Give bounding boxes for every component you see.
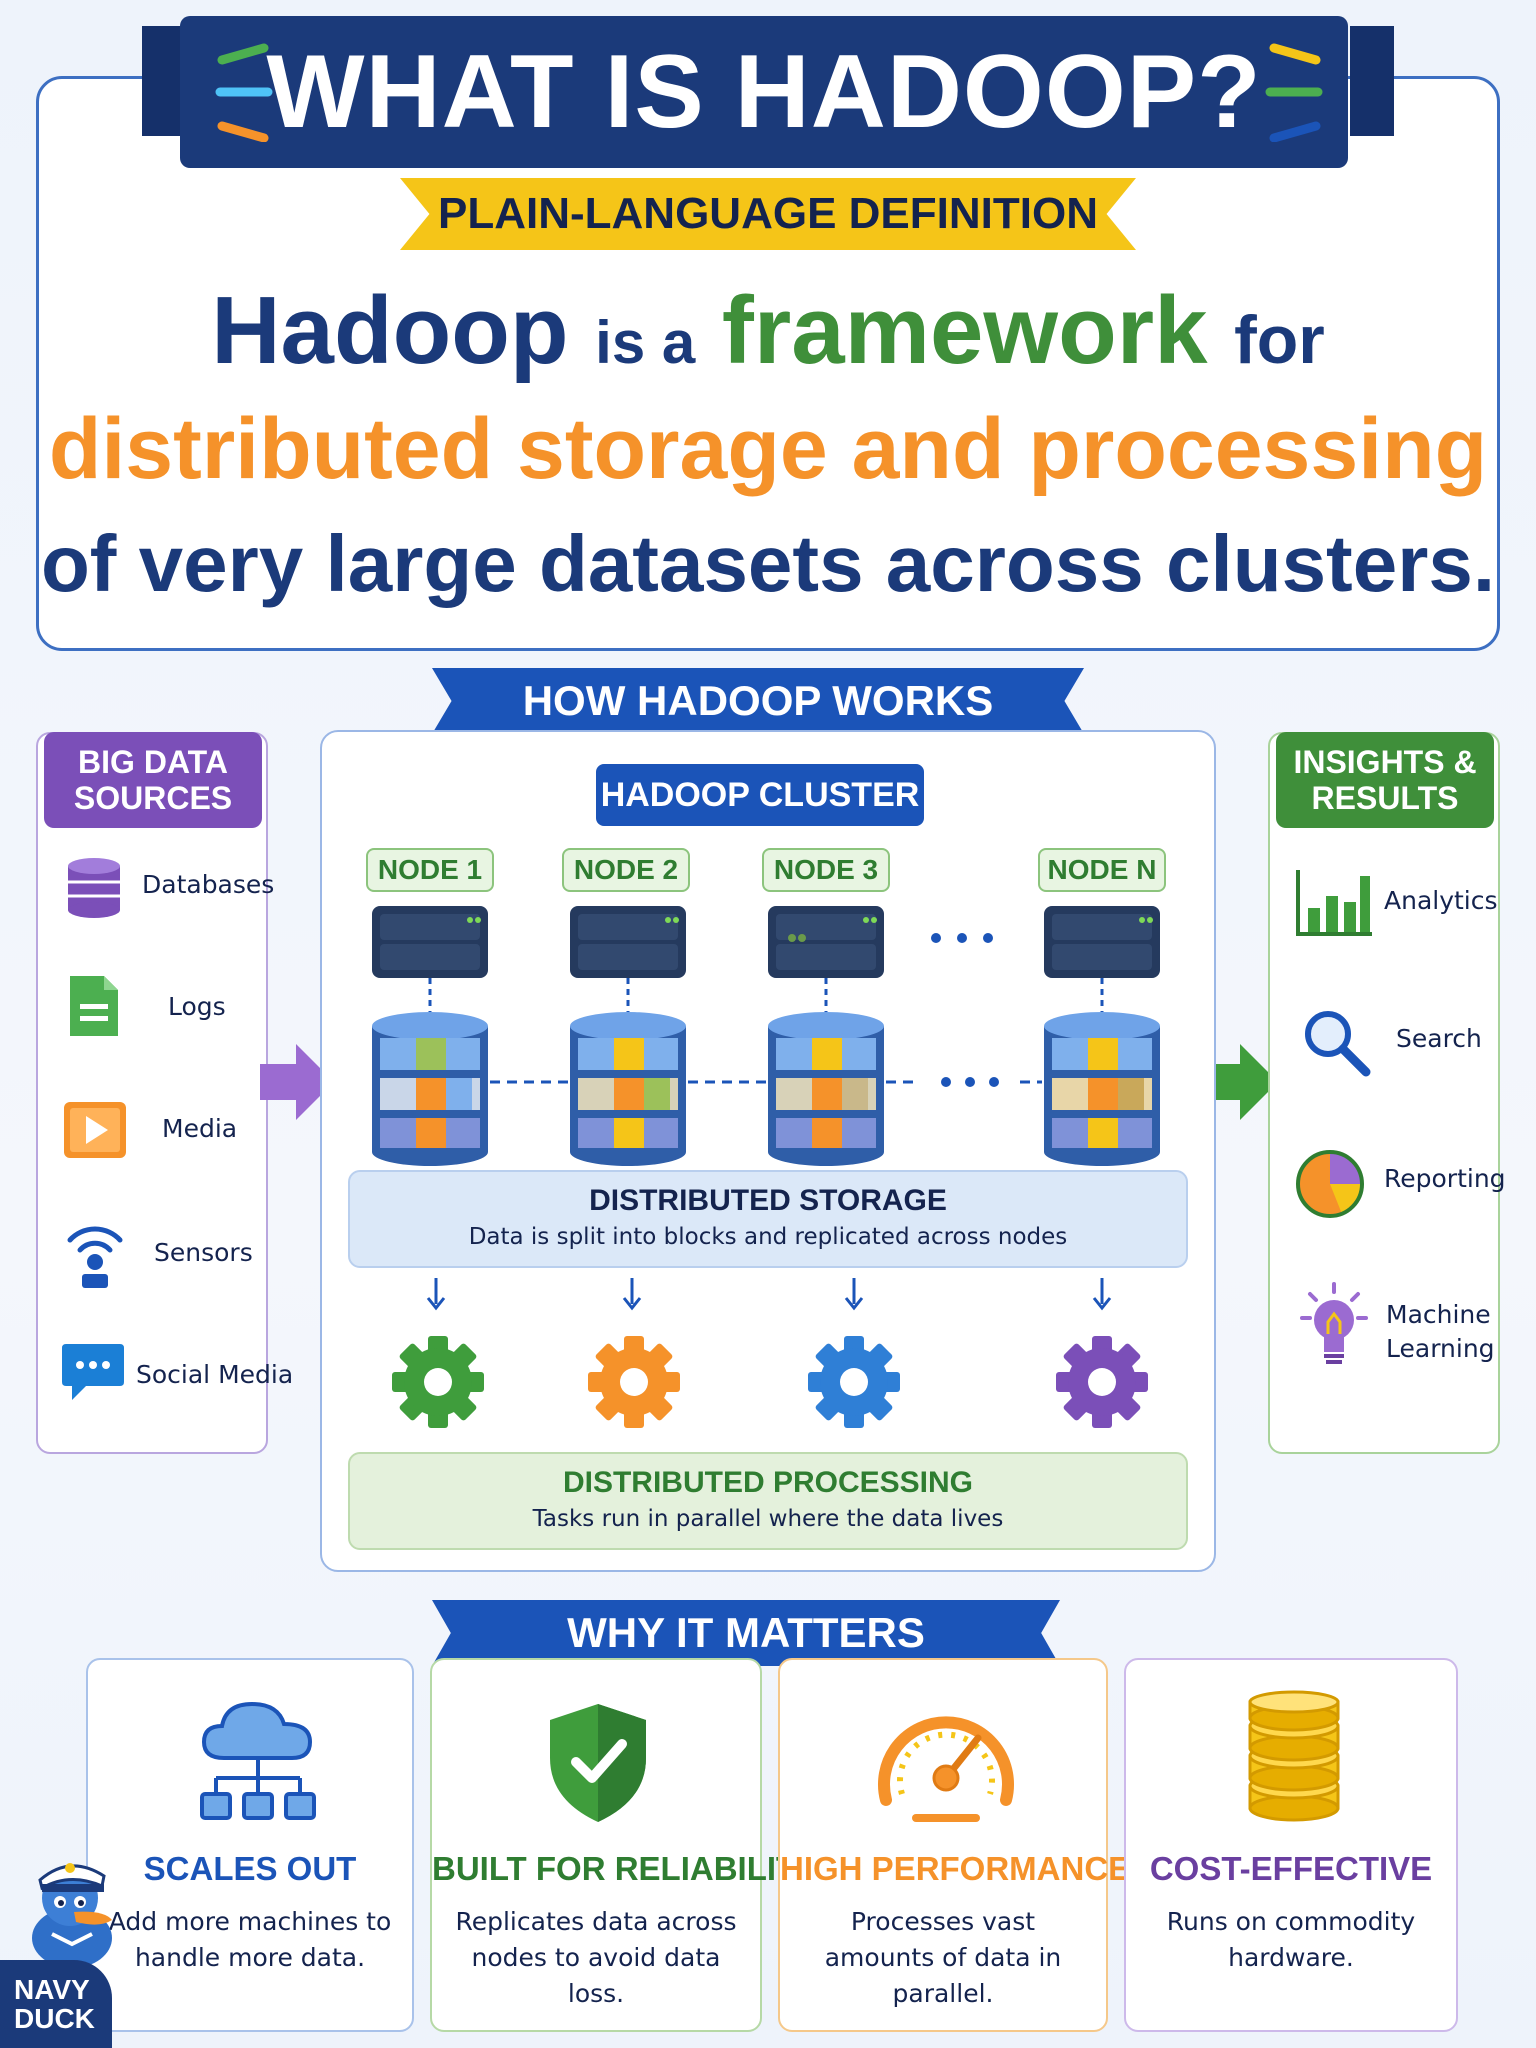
sparkle-right-icon [1265, 43, 1323, 142]
insight-label-machine-learning: Machine Learning [1386, 1300, 1495, 1363]
sparkle-left-icon [215, 43, 273, 142]
coin-stack-icon [1248, 1690, 1340, 1822]
node-label-n: NODE N [1038, 848, 1166, 892]
cloud-network-icon [200, 1701, 316, 1820]
arrow-in-icon [260, 1044, 334, 1120]
source-label-media: Media [162, 1114, 238, 1143]
definition-tag: PLAIN-LANGUAGE DEFINITION [400, 178, 1136, 250]
definition-line-3: of very large datasets across clusters. [40, 519, 1496, 608]
processing-diagram [392, 1278, 1148, 1428]
database-icon [68, 858, 120, 918]
def-word-framework: framework [721, 277, 1208, 384]
why-title-scales-out: SCALES OUT [143, 1850, 357, 1887]
lightbulb-icon [1300, 1282, 1368, 1364]
insights-title: INSIGHTS & RESULTS [1276, 732, 1494, 828]
shield-check-icon [550, 1704, 646, 1822]
disk-stack-icon [570, 1012, 686, 1166]
insight-label-analytics: Analytics [1384, 886, 1498, 915]
brand-line-2: DUCK [14, 2003, 95, 2034]
banner-fold-left [142, 26, 186, 136]
disk-stack-icon [768, 1012, 884, 1166]
why-card-scales-out: SCALES OUT Add more machines to handle m… [86, 1658, 414, 2032]
disk-stack-icon [1044, 1012, 1160, 1166]
gear-icon [392, 1336, 484, 1428]
duck-mascot-icon [32, 1863, 112, 1968]
why-title-reliability: BUILT FOR RELIABILITY [432, 1850, 819, 1887]
cluster-diagram [372, 917, 1160, 1166]
insight-label-search: Search [1396, 1024, 1482, 1053]
ellipsis-icon [931, 933, 993, 943]
arrow-out-icon [1204, 1044, 1278, 1120]
insight-label-reporting: Reporting [1384, 1164, 1506, 1193]
why-desc-cost: Runs on commodity hardware. [1166, 1907, 1416, 1972]
insights-panel [1268, 732, 1500, 1454]
def-word-for: for [1234, 302, 1325, 378]
document-icon [70, 976, 118, 1036]
banner-fold-right [1350, 26, 1394, 136]
brand-logo: NAVY DUCK [0, 1960, 112, 2048]
server-icon [372, 906, 488, 978]
magnifier-icon [1305, 1011, 1371, 1077]
pie-chart-icon [1296, 1150, 1364, 1218]
distributed-storage-box: DISTRIBUTED STORAGE Data is split into b… [348, 1170, 1188, 1268]
node-label-3: NODE 3 [762, 848, 890, 892]
source-label-sensors: Sensors [154, 1238, 253, 1267]
chat-icon [62, 1344, 124, 1400]
def-word-hadoop: Hadoop [211, 277, 569, 384]
play-icon [64, 1102, 126, 1158]
how-section-banner: HOW HADOOP WORKS [432, 668, 1084, 734]
storage-subtitle: Data is split into blocks and replicated… [468, 1224, 1068, 1250]
gear-icon [588, 1336, 680, 1428]
why-desc-reliability: Replicates data across nodes to avoid da… [455, 1907, 737, 2008]
distributed-processing-box: DISTRIBUTED PROCESSING Tasks run in para… [348, 1452, 1188, 1550]
source-label-logs: Logs [168, 992, 226, 1021]
definition-card [36, 76, 1500, 651]
why-section-banner: WHY IT MATTERS [432, 1600, 1060, 1666]
why-title-performance: HIGH PERFORMANCE [780, 1850, 1131, 1887]
why-desc-scales-out: Add more machines to handle more data. [108, 1907, 392, 1972]
gear-icon [1056, 1336, 1148, 1428]
why-card-cost: COST-EFFECTIVE Runs on commodity hardwar… [1124, 1658, 1458, 2032]
server-icon [570, 906, 686, 978]
node-label-1: NODE 1 [366, 848, 494, 892]
source-label-social-media: Social Media [136, 1360, 294, 1389]
sources-title: BIG DATA SOURCES [44, 732, 262, 828]
sensor-icon [67, 1226, 123, 1288]
storage-title: DISTRIBUTED STORAGE [589, 1184, 947, 1217]
bar-chart-icon [1296, 870, 1372, 936]
processing-title: DISTRIBUTED PROCESSING [562, 1466, 974, 1499]
gauge-icon [878, 1716, 1014, 1822]
cluster-title: HADOOP CLUSTER [596, 764, 924, 826]
source-label-databases: Databases [142, 870, 275, 899]
definition-line-2: distributed storage and processing [48, 401, 1488, 497]
node-label-2: NODE 2 [562, 848, 690, 892]
processing-subtitle: Tasks run in parallel where the data liv… [532, 1506, 1004, 1532]
server-icon [768, 906, 884, 978]
page-title: WHAT IS HADOOP? [180, 16, 1348, 168]
why-desc-performance: Processes vast amounts of data in parall… [824, 1907, 1062, 2008]
why-card-performance: HIGH PERFORMANCE Processes vast amounts … [778, 1658, 1131, 2032]
why-title-cost: COST-EFFECTIVE [1149, 1850, 1433, 1887]
disk-stack-icon [372, 1012, 488, 1166]
brand-line-1: NAVY [14, 1974, 90, 2005]
definition-line-1: Hadoop is a framework for [36, 276, 1500, 386]
def-word-is-a: is a [595, 309, 696, 376]
gear-icon [808, 1336, 900, 1428]
why-card-reliability: BUILT FOR RELIABILITY Replicates data ac… [430, 1658, 819, 2032]
